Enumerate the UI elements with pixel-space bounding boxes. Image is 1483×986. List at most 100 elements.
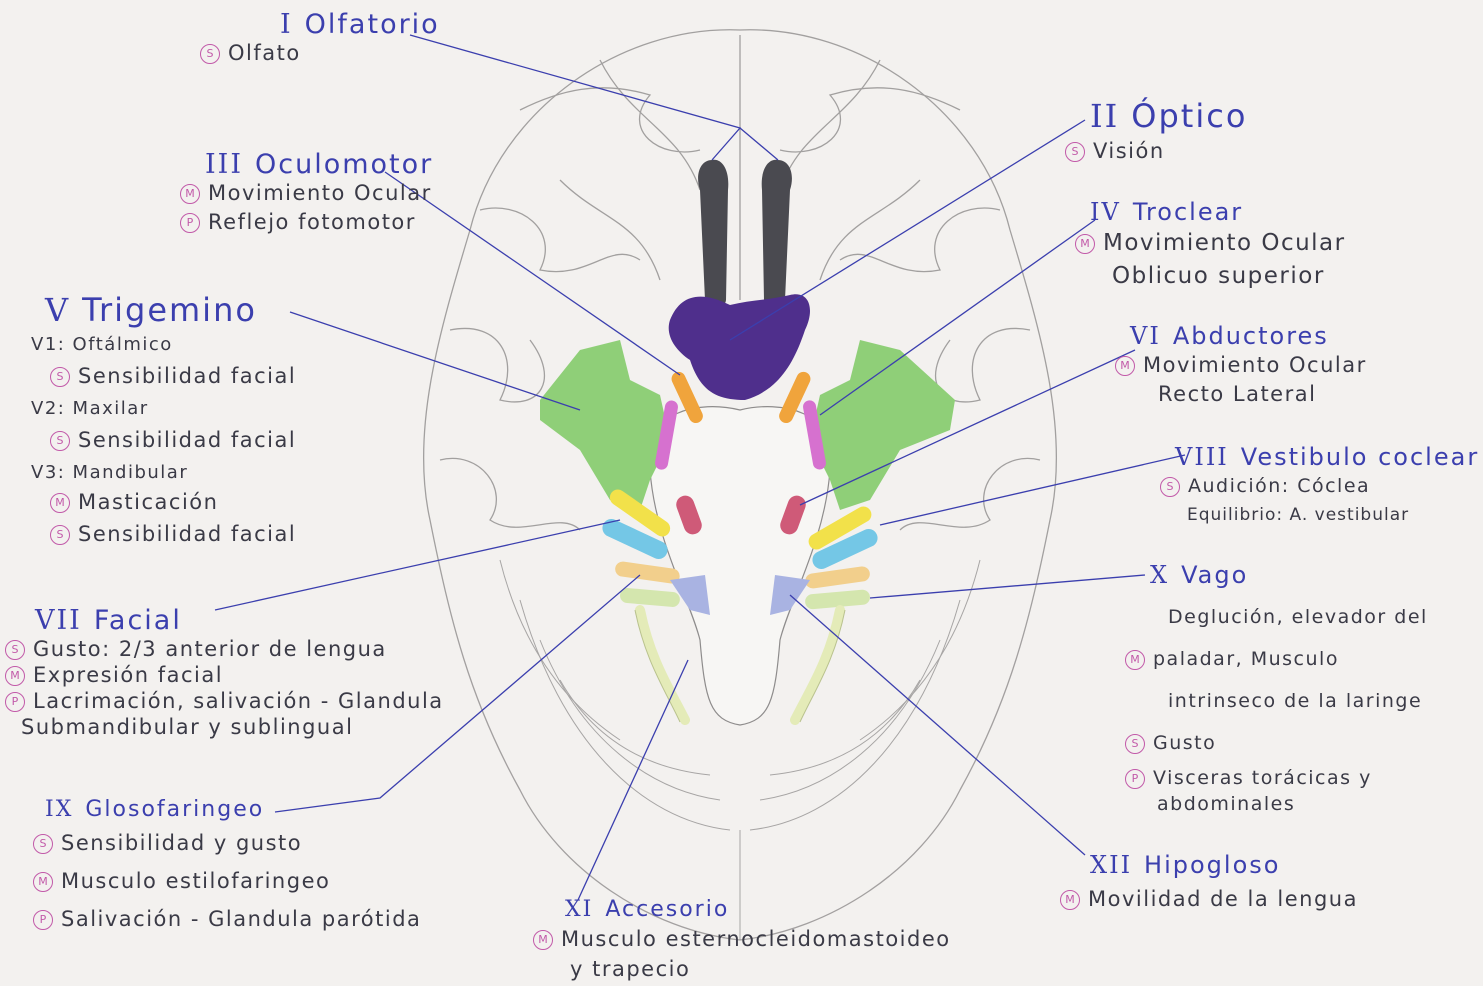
icon-trigemino-3: S [50, 431, 70, 451]
brainstem [649, 407, 831, 725]
icon-hipogloso-0: M [1060, 890, 1080, 910]
name-vestibulococlear: Vestibulo coclear [1241, 443, 1479, 471]
text-facial-1: Expresión facial [33, 663, 223, 687]
icon-trigemino-5: M [50, 493, 70, 513]
text-olfatorio-0: Olfato [228, 41, 301, 65]
icon-troclear-0: M [1075, 234, 1095, 254]
icon-glosofaringeo-0: S [33, 834, 53, 854]
text-optico-0: Visión [1093, 139, 1165, 163]
text-oculomotor-0: Movimiento Ocular [208, 181, 432, 205]
numeral-facial: VII [35, 605, 82, 636]
icon-glosofaringeo-2: P [33, 910, 53, 930]
name-trigemino: Trigemino [82, 291, 257, 329]
icon-facial-2: P [5, 692, 25, 712]
icon-accesorio-0: M [533, 930, 553, 950]
text-facial-2: Lacrimación, salivación - Glandula [33, 689, 444, 713]
icon-vago-1: M [1125, 650, 1145, 670]
text-vago-5: abdominales [1157, 793, 1295, 815]
icon-vago-4: P [1125, 769, 1145, 789]
leader-olfatorio [410, 35, 778, 160]
text-accesorio-1: y trapecio [570, 957, 690, 981]
optic-chiasm-shape [669, 294, 810, 400]
name-oculomotor: Oculomotor [255, 149, 433, 180]
icon-abductores-0: M [1115, 356, 1135, 376]
name-facial: Facial [94, 605, 182, 636]
icon-trigemino-1: S [50, 367, 70, 387]
text-vestibulococlear-0: Audición: Cóclea [1188, 475, 1370, 497]
label-optico: IIÓptico SVisión [1090, 95, 1247, 166]
icon-facial-1: M [5, 666, 25, 686]
olfactory-nerve-shape [698, 160, 792, 308]
name-abductores: Abductores [1173, 322, 1329, 350]
icon-glosofaringeo-1: M [33, 872, 53, 892]
text-abductores-0: Movimiento Ocular [1143, 353, 1367, 377]
label-glosofaringeo: IXGlosofaringeo SSensibilidad y gusto MM… [45, 795, 433, 938]
text-trigemino-2: V2: Maxilar [31, 398, 149, 419]
numeral-olfatorio: I [280, 9, 293, 40]
text-vago-2: intrinseco de la laringe [1168, 690, 1422, 712]
numeral-troclear: IV [1090, 198, 1121, 226]
text-troclear-1: Oblicuo superior [1112, 263, 1325, 289]
name-accesorio: Accesorio [605, 897, 729, 922]
leader-trigemino [290, 312, 580, 410]
leader-vestibulococlear [880, 455, 1185, 525]
text-trigemino-4: V3: Mandibular [31, 462, 188, 483]
text-accesorio-0: Musculo esternocleidomastoideo [561, 927, 951, 951]
name-glosofaringeo: Glosofaringeo [85, 797, 264, 822]
text-glosofaringeo-1: Musculo estilofaringeo [61, 869, 330, 893]
numeral-accesorio: XI [565, 897, 593, 922]
numeral-vago: X [1150, 561, 1169, 589]
leader-hipogloso [790, 595, 1085, 855]
text-vestibulococlear-1: Equilibrio: A. vestibular [1187, 505, 1409, 525]
numeral-optico: II [1090, 97, 1119, 135]
label-olfatorio: IOlfatorio SOlfato [280, 10, 440, 68]
numeral-oculomotor: III [205, 149, 243, 180]
text-abductores-1: Recto Lateral [1158, 382, 1316, 406]
text-glosofaringeo-2: Salivación - Glandula parótida [61, 907, 421, 931]
text-facial-0: Gusto: 2/3 anterior de lengua [33, 637, 387, 661]
text-vago-1: paladar, Musculo [1153, 648, 1339, 670]
text-vago-4: Visceras torácicas y [1153, 767, 1372, 789]
text-hipogloso-0: Movilidad de la lengua [1088, 887, 1358, 911]
icon-vestibulococlear-0: S [1160, 477, 1180, 497]
icon-optico-0: S [1065, 142, 1085, 162]
numeral-hipogloso: XII [1090, 851, 1132, 879]
leader-vago [870, 575, 1145, 598]
text-vago-3: Gusto [1153, 732, 1216, 754]
name-hipogloso: Hipogloso [1144, 851, 1280, 879]
text-troclear-0: Movimiento Ocular [1103, 230, 1346, 256]
text-facial-3: Submandibular y sublingual [21, 715, 353, 739]
text-trigemino-6: Sensibilidad facial [78, 522, 296, 546]
name-olfatorio: Olfatorio [305, 9, 440, 40]
numeral-glosofaringeo: IX [45, 797, 73, 822]
text-trigemino-1: Sensibilidad facial [78, 364, 296, 388]
text-vago-0: Deglución, elevador del [1168, 606, 1428, 628]
numeral-abductores: VI [1130, 322, 1161, 350]
text-glosofaringeo-0: Sensibilidad y gusto [61, 831, 302, 855]
text-trigemino-0: V1: Oftálmico [31, 334, 173, 355]
icon-vago-3: S [1125, 734, 1145, 754]
icon-oculomotor-1: P [180, 213, 200, 233]
icon-trigemino-6: S [50, 525, 70, 545]
icon-olfatorio-0: S [200, 44, 220, 64]
icon-oculomotor-0: M [180, 184, 200, 204]
numeral-vestibulococlear: VIII [1175, 443, 1229, 471]
text-trigemino-3: Sensibilidad facial [78, 428, 296, 452]
icon-facial-0: S [5, 640, 25, 660]
name-optico: Óptico [1131, 97, 1247, 135]
name-troclear: Troclear [1133, 198, 1243, 226]
leader-accesorio [578, 660, 688, 900]
text-trigemino-5: Masticación [78, 490, 218, 514]
leader-troclear [820, 220, 1095, 415]
numeral-trigemino: V [45, 291, 70, 329]
text-oculomotor-1: Reflejo fotomotor [208, 210, 416, 234]
